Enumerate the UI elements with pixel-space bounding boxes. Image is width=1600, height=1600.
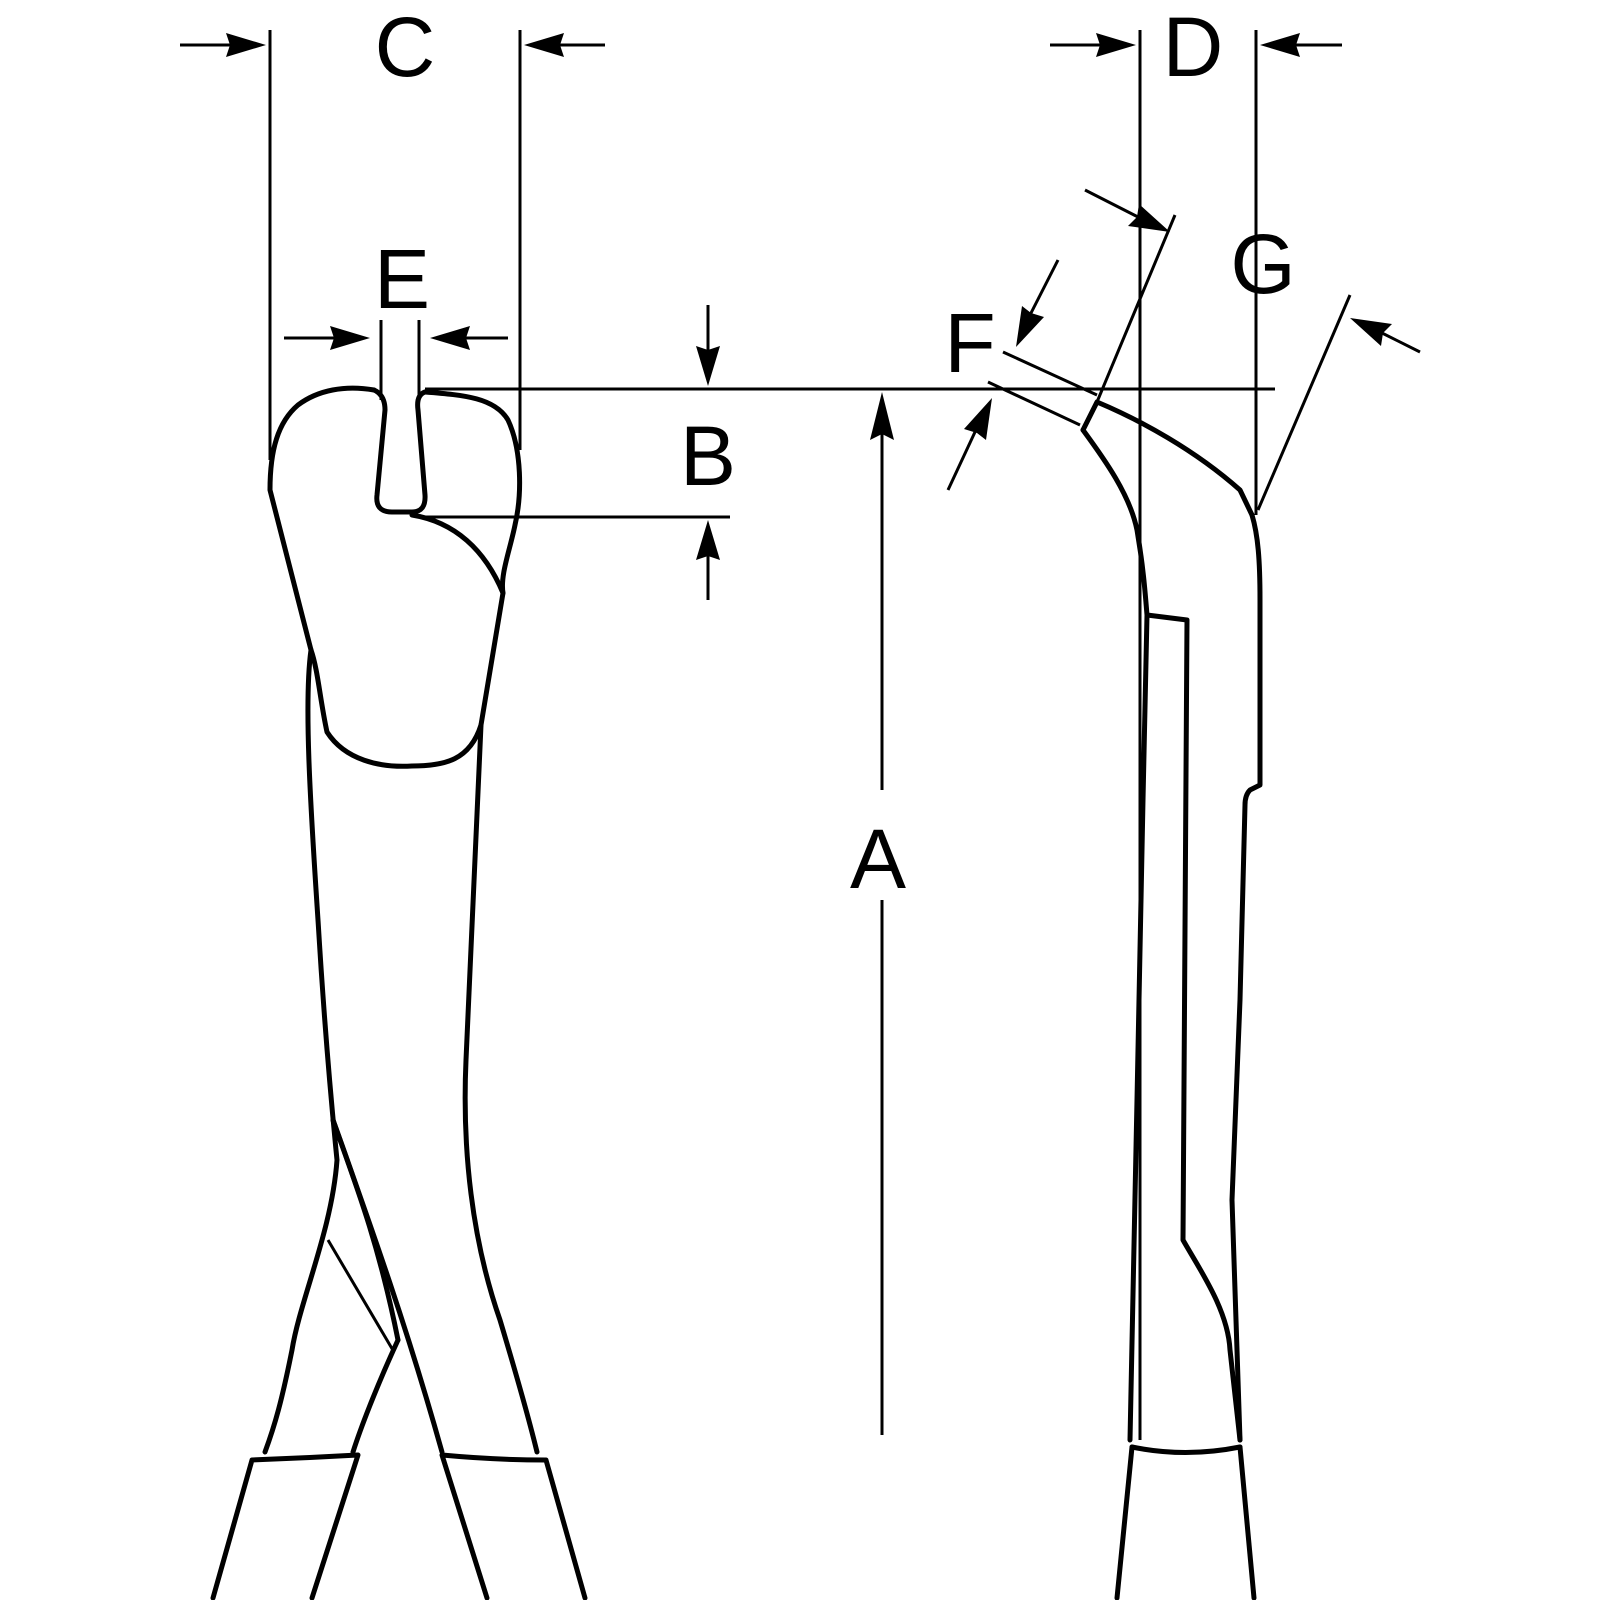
dimension-d: D [1050,0,1342,1440]
jaw-slot [371,387,428,515]
g-extension-upper [1095,214,1177,403]
label-e: E [374,232,430,326]
label-c: C [375,0,436,94]
dimension-e: E [284,232,508,400]
side-grip [1114,1444,1257,1600]
side-left-outline [1080,427,1150,1443]
head-bottom-curve [308,647,484,769]
head-left-outline [267,385,377,653]
e-arrow-right-icon [430,326,470,350]
side-right-outline [1229,512,1263,1443]
dimension-g: G [1084,188,1421,511]
f-arrow-upper-shaft [1028,259,1060,316]
dimension-f: F [944,259,1098,491]
d-arrow-right-icon [1260,33,1300,57]
c-arrow-left-icon [226,33,266,57]
f-extension-upper [1002,350,1098,397]
front-view [210,385,588,1600]
f-arrow-upper-icon [1016,306,1044,347]
handle-crease [326,1239,396,1353]
side-tip [1080,399,1255,518]
g-arrow-upper-icon [1128,204,1170,232]
dimension-b: B [420,305,1275,600]
e-arrow-left-icon [330,326,370,350]
label-a: A [850,812,906,906]
crossing-handle [330,1117,445,1455]
b-arrow-bottom-icon [696,520,720,560]
g-arrow-lower-shaft [1379,330,1421,354]
side-view [1080,399,1263,1600]
label-g: G [1230,217,1295,311]
dimension-c: C [180,0,605,460]
left-handle-outer [262,647,340,1455]
jaw-inner-curve [409,512,506,596]
dimension-a: A [850,392,906,1435]
g-arrow-upper-shaft [1084,188,1141,220]
side-grip-top [1129,1444,1243,1455]
right-handle-outer [462,722,540,1455]
a-arrow-icon [870,392,894,440]
b-arrow-top-icon [696,346,720,386]
right-handle-inner [350,1337,401,1455]
f-arrow-lower-icon [964,398,992,440]
label-d: D [1163,0,1224,94]
d-arrow-left-icon [1096,33,1136,57]
side-channel [1144,612,1243,1443]
c-arrow-right-icon [524,33,564,57]
right-grip [439,1452,588,1600]
head-right-outline [422,389,523,728]
g-arrow-lower-icon [1350,318,1392,346]
left-grip [210,1452,361,1600]
label-f: F [944,296,995,390]
g-extension-lower [1256,294,1352,511]
label-b: B [680,409,736,503]
f-extension-lower [987,380,1081,427]
f-arrow-lower-shaft [946,431,977,491]
